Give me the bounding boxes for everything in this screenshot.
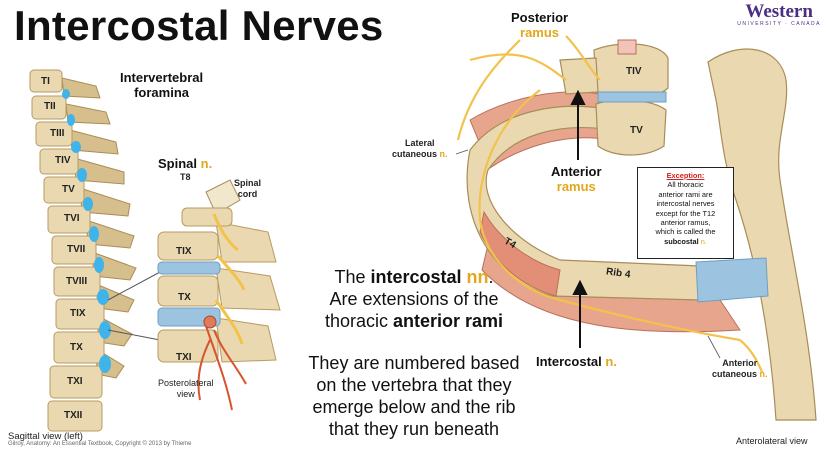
spinal-nerve-label: Spinal n. xyxy=(158,156,212,171)
vertebra-label-TVI: TVI xyxy=(64,213,80,224)
summary-line3-pre: thoracic xyxy=(324,311,393,331)
spinal-word: Spinal xyxy=(158,156,198,171)
anterior-word: Anterior xyxy=(551,164,602,179)
vertebra-label-TX: TX xyxy=(70,342,83,353)
anterior-ramus-label: Anterior ramus xyxy=(551,164,602,194)
vertebra-label-TVII: TVII xyxy=(67,244,86,255)
anterolateral-view-label: Anterolateral view xyxy=(736,436,808,446)
university-logo: Western UNIVERSITY · CANADA xyxy=(737,1,821,27)
posterior-ramus-word: ramus xyxy=(520,25,560,40)
spinal-n-suffix: n. xyxy=(200,156,213,171)
vertebra-label-TIV-right: TIV xyxy=(626,66,642,77)
exception-line7: subcostal n. xyxy=(641,237,730,246)
credit-line: Gilroy, Anatomy: An Essential Textbook, … xyxy=(8,441,192,447)
numbering-line2: on the vertebra that they xyxy=(316,375,512,395)
summary-line2: Are extensions of the xyxy=(329,289,499,309)
posterior-word: Posterior xyxy=(511,10,569,25)
inset-label-TIX: TIX xyxy=(176,246,192,257)
exception-box: Exception: All thoracic anterior rami ar… xyxy=(637,167,734,259)
lateral-line1: Lateral xyxy=(405,138,435,148)
intercostal-summary: The intercostal nn. Are extensions of th… xyxy=(298,266,530,332)
intercostal-nerve-label: Intercostal n. xyxy=(536,354,617,369)
vertebra-label-TV-right: TV xyxy=(630,125,643,136)
inset-vertebrae xyxy=(157,179,281,411)
posterior-ramus-label: Posterior ramus xyxy=(511,10,568,40)
summary-line3: thoracic anterior rami xyxy=(298,310,530,332)
logo-subtitle: UNIVERSITY · CANADA xyxy=(737,21,821,27)
exception-subcostal: subcostal xyxy=(664,236,699,246)
page-title: Intercostal Nerves xyxy=(14,2,384,49)
vertebra-label-TIV: TIV xyxy=(55,155,71,166)
exception-line3: intercostal nerves xyxy=(656,199,715,209)
anterior-cutaneous-label: Anterior cutaneous n. xyxy=(712,358,768,380)
numbering-line4: that they run beneath xyxy=(328,419,500,439)
vertebra-label-TXI: TXI xyxy=(67,376,83,387)
lateral-n: n. xyxy=(439,149,448,159)
numbering-line1: They are numbered based xyxy=(308,353,520,373)
intervertebral-line2: foramina xyxy=(134,85,189,100)
vertebral-column xyxy=(29,69,137,432)
t8-label: T8 xyxy=(180,172,191,182)
exception-line1: All thoracic xyxy=(667,180,704,190)
posterolateral-line2: view xyxy=(176,389,195,399)
vertebra-label-TVIII: TVIII xyxy=(66,276,88,287)
posterolateral-line1: Posterolateral xyxy=(158,378,214,388)
exception-line6: which is called the xyxy=(655,227,716,237)
spinal-cord-label: Spinal cord xyxy=(234,178,261,200)
exception-n: n. xyxy=(700,236,707,246)
intercostal-word: Intercostal xyxy=(536,354,602,369)
anterior-cut-line1: Anterior xyxy=(722,358,758,368)
summary-pre: The xyxy=(334,267,371,287)
anterior-ramus-word: ramus xyxy=(556,179,596,194)
summary-nn: nn xyxy=(466,267,489,287)
numbering-paragraph: They are numbered based on the vertebra … xyxy=(294,352,534,440)
inset-label-TX: TX xyxy=(178,292,191,303)
rib-illustration xyxy=(455,35,817,421)
vertebra-label-TIX: TIX xyxy=(70,308,86,319)
intercostal-n: n. xyxy=(605,354,617,369)
vertebra-label-TV: TV xyxy=(62,184,75,195)
exception-heading: Exception: xyxy=(666,171,705,180)
vertebra-label-TXII: TXII xyxy=(64,410,83,421)
lateral-cutaneous-label: Lateral cutaneous n. xyxy=(392,138,448,160)
summary-bold-intercostal: intercostal xyxy=(370,267,462,287)
intervertebral-line1: Intervertebral xyxy=(120,70,204,85)
spinal-cord-line2: cord xyxy=(237,189,258,199)
exception-line4: except for the T12 xyxy=(655,208,716,218)
zoom-lines xyxy=(107,271,161,341)
lateral-line2: cutaneous xyxy=(392,149,438,159)
anterior-cut-line2: cutaneous xyxy=(712,369,758,379)
exception-line2: anterior rami are xyxy=(658,189,713,199)
summary-bold-anterior-rami: anterior rami xyxy=(392,311,504,331)
spinal-cord-line1: Spinal xyxy=(234,178,262,188)
vertebra-label-TII: TII xyxy=(44,101,56,112)
logo-name: Western xyxy=(745,1,813,22)
vertebra-label-TIII: TIII xyxy=(50,128,65,139)
inset-label-TXI: TXI xyxy=(176,352,192,363)
vertebra-label-TI: TI xyxy=(41,76,50,87)
numbering-line3: emerge below and the rib xyxy=(312,397,516,417)
sagittal-view-label: Sagittal view (left) xyxy=(8,431,83,442)
exception-line5: anterior ramus, xyxy=(660,218,711,228)
posterolateral-view-label: Posterolateral view xyxy=(158,378,214,400)
summary-line1: The intercostal nn. xyxy=(298,266,530,288)
summary-dot: . xyxy=(488,267,494,287)
anterior-cut-n: n. xyxy=(759,369,768,379)
intervertebral-foramina-label: Intervertebral foramina xyxy=(120,70,203,100)
